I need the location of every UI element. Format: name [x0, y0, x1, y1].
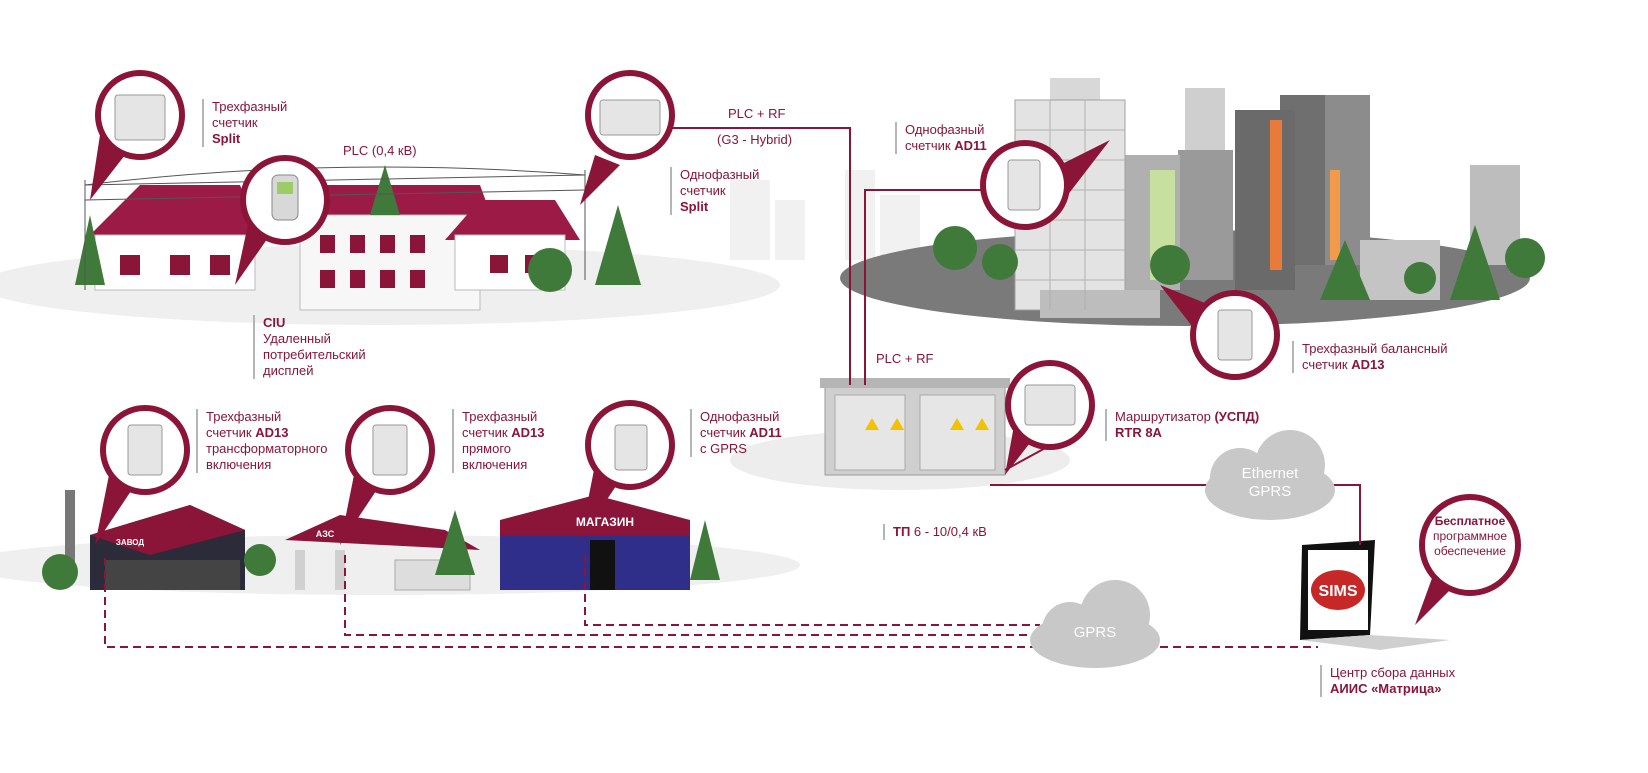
- ad13-direct-model: AD13: [511, 425, 545, 440]
- label-center: Центр сбора данных АИИС «Матрица»: [1320, 665, 1455, 697]
- factory: [65, 490, 245, 590]
- tp-rest: 6 - 10/0,4 кВ: [910, 524, 987, 539]
- split1-model: Split: [680, 199, 709, 214]
- ad13-trans-line1: Трехфазный: [206, 409, 282, 424]
- label-split1: Однофазный счетчик Split: [670, 167, 759, 215]
- router-pre: Маршрутизатор: [1115, 409, 1215, 424]
- gprs-cloud: [1030, 580, 1160, 668]
- router-uspd: (УСПД): [1214, 409, 1260, 424]
- sims-logo-text: SIMS: [1318, 583, 1357, 600]
- callout-ad11-city: [980, 140, 1110, 230]
- shop-sign: МАГАЗИН: [576, 515, 634, 529]
- label-split3: Трехфазный счетчик Split: [202, 99, 287, 147]
- callout-free-soft: [1415, 494, 1521, 625]
- split1-line2: счетчик: [680, 183, 726, 198]
- plc-rf-top-label: PLC + RF: [728, 106, 786, 121]
- free-soft-line1: Бесплатное: [1434, 514, 1506, 528]
- callout-ad13-direct: [340, 405, 435, 545]
- ethernet-gprs-cloud: [1205, 430, 1335, 520]
- dashed-connections: [104, 555, 1318, 648]
- split1-line1: Однофазный: [680, 167, 760, 182]
- ad13-balance-line1: Трехфазный балансный: [1302, 341, 1448, 356]
- gas-station: [285, 515, 480, 591]
- callout-split1: [580, 70, 675, 205]
- ad11-city-model: AD11: [954, 138, 987, 153]
- shop: [500, 495, 690, 590]
- ad13-trans-pre: счетчик: [206, 425, 256, 440]
- label-ad11-gprs: Однофазный счетчик AD11 с GPRS: [690, 409, 782, 457]
- ad11-gprs-line1: Однофазный: [700, 409, 780, 424]
- plc-04-label: PLC (0,4 кВ): [343, 143, 417, 158]
- label-ciu: CIU Удаленный потребительский дисплей: [253, 315, 366, 379]
- tp-bold: ТП: [893, 524, 911, 539]
- ethernet-label: Ethernet: [1241, 465, 1299, 482]
- factory-sign: ЗАВОД: [116, 538, 144, 547]
- label-free-soft: Бесплатное программное обеспечение: [1425, 514, 1515, 559]
- ethernet-gprs-label: GPRS: [1248, 483, 1292, 500]
- gprs-cloud-label: GPRS: [1073, 624, 1117, 641]
- ciu-line3: потребительский: [263, 347, 366, 362]
- split3-model: Split: [212, 131, 241, 146]
- ad13-direct-line3: прямого: [462, 441, 512, 456]
- ad13-direct-pre: счетчик: [462, 425, 512, 440]
- label-ad11-city: Однофазный счетчик AD11: [895, 122, 987, 154]
- callout-router: [1005, 360, 1095, 475]
- ad13-balance-pre: счетчик: [1302, 357, 1352, 372]
- ciu-title: CIU: [263, 315, 286, 330]
- ad13-direct-line4: включения: [462, 457, 528, 472]
- label-ad13-trans: Трехфазный счетчик AD13 трансформаторног…: [196, 409, 328, 473]
- free-soft-line3: обеспечение: [1434, 544, 1506, 558]
- callout-ad11-gprs: [580, 400, 675, 540]
- ad13-trans-model: AD13: [255, 425, 289, 440]
- ethernet-cloud-label: Ethernet GPRS: [1225, 465, 1315, 501]
- substation-building: [820, 378, 1010, 476]
- ad11-gprs-model: AD11: [749, 425, 782, 440]
- ad11-gprs-line3: с GPRS: [700, 441, 747, 456]
- ad13-trans-line4: включения: [206, 457, 272, 472]
- callout-ad13-balance: [1160, 285, 1280, 380]
- ciu-line4: дисплей: [263, 363, 314, 378]
- commercial-trees: [42, 510, 720, 590]
- label-ad13-balance: Трехфазный балансный счетчик AD13: [1292, 341, 1448, 373]
- ad13-balance-model: AD13: [1351, 357, 1385, 372]
- power-lines: [84, 166, 586, 290]
- ad13-direct-line1: Трехфазный: [462, 409, 538, 424]
- ad11-gprs-pre: счетчик: [700, 425, 750, 440]
- gas-sign: АЗС: [316, 529, 335, 539]
- city-buildings: [1014, 78, 1520, 318]
- ad11-city-pre: счетчик: [905, 138, 955, 153]
- ad13-trans-line3: трансформаторного: [206, 441, 328, 456]
- ciu-line2: Удаленный: [263, 331, 331, 346]
- laptop: [1300, 540, 1450, 650]
- city-trees: [933, 225, 1545, 300]
- router-model: RTR 8A: [1115, 425, 1162, 440]
- callout-ad13-trans: [95, 405, 190, 545]
- center-line2: АИИС «Матрица»: [1330, 681, 1442, 696]
- solid-connections: [645, 127, 1361, 545]
- label-router: Маршрутизатор (УСПД) RTR 8A: [1105, 409, 1259, 441]
- label-ad13-direct: Трехфазный счетчик AD13 прямого включени…: [452, 409, 544, 473]
- callout-split3: [90, 70, 185, 200]
- center-line1: Центр сбора данных: [1330, 665, 1456, 680]
- ad11-city-line1: Однофазный: [905, 122, 985, 137]
- free-soft-line2: программное: [1432, 529, 1508, 543]
- label-tp: ТП 6 - 10/0,4 кВ: [883, 524, 987, 540]
- plc-rf-mid-label: PLC + RF: [876, 351, 934, 366]
- split3-line1: Трехфазный: [212, 99, 288, 114]
- callout-ciu: [235, 155, 330, 285]
- split3-line2: счетчик: [212, 115, 258, 130]
- residential-trees: [75, 165, 641, 292]
- g3-hybrid-label: (G3 - Hybrid): [717, 132, 793, 147]
